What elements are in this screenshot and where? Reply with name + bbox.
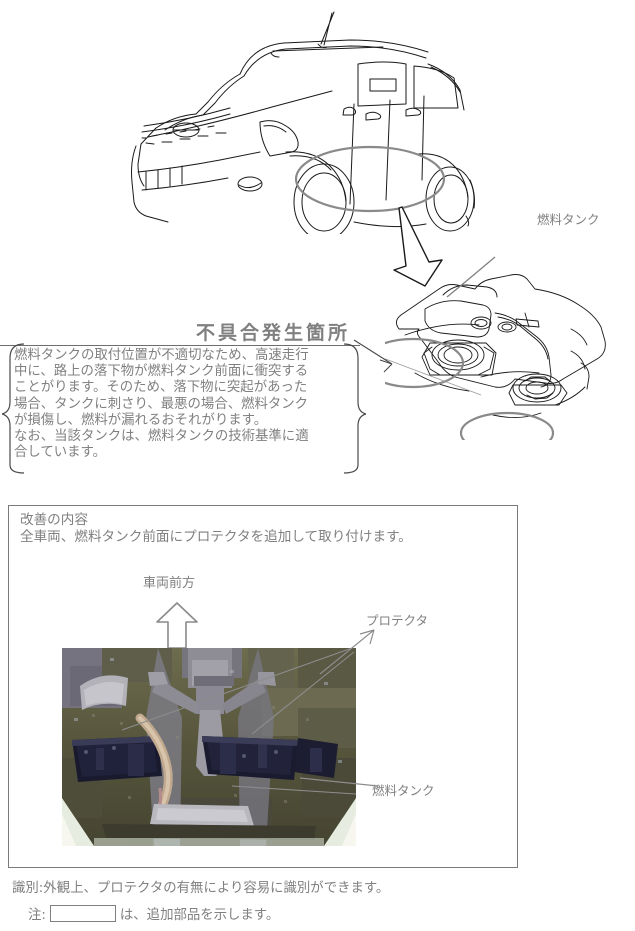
tank-defect-highlight	[385, 337, 465, 389]
protector-photo-leader-right	[251, 651, 355, 735]
legend-swatch	[49, 904, 116, 922]
protector-photo-leader-left	[121, 648, 353, 731]
fuel-tank-photo-leader	[300, 777, 379, 787]
legend-suffix: は、追加部品を示します。	[119, 908, 280, 923]
tank-photo-leader	[231, 785, 356, 795]
down-right-arrow-icon	[393, 206, 443, 287]
defect-header-underline	[0, 345, 360, 346]
defect-description-bubble	[2, 343, 366, 474]
defect-section-header: 不具合発生箇所	[196, 322, 351, 344]
front-direction-label: 車両前方	[143, 576, 196, 591]
legend-row: 注: は、追加部品を示します。	[28, 903, 279, 923]
protector-label: プロテクタ	[366, 613, 429, 628]
fuel-tank-label: 燃料タンク	[537, 212, 600, 227]
protector-leader-arrow	[319, 629, 375, 675]
fuel-tank-label-photo: 燃料タンク	[372, 783, 435, 798]
fuel-tank-line-drawing-icon	[385, 256, 606, 440]
tank-defect-highlight-lower	[459, 411, 555, 440]
bubble-leader-arrow	[353, 339, 393, 373]
identification-note: 識別:外観上、プロテクタの有無により容易に識別ができます。	[12, 881, 390, 896]
legend-prefix: 注:	[28, 908, 46, 923]
suv-line-drawing-icon	[131, 11, 475, 234]
tank-label-leader	[446, 256, 496, 298]
underbody-photograph	[62, 648, 356, 846]
improvement-title: 改善の内容 全車両、燃料タンク前面にプロテクタを追加して取り付けます。	[20, 512, 412, 545]
tank-highlight-leader	[385, 358, 482, 396]
defect-area-highlight	[294, 145, 446, 213]
defect-description-text: 燃料タンクの取付位置が不適切なため、高速走行 中に、路上の落下物が燃料タンク前面…	[14, 348, 309, 461]
up-arrow-icon	[156, 602, 198, 649]
